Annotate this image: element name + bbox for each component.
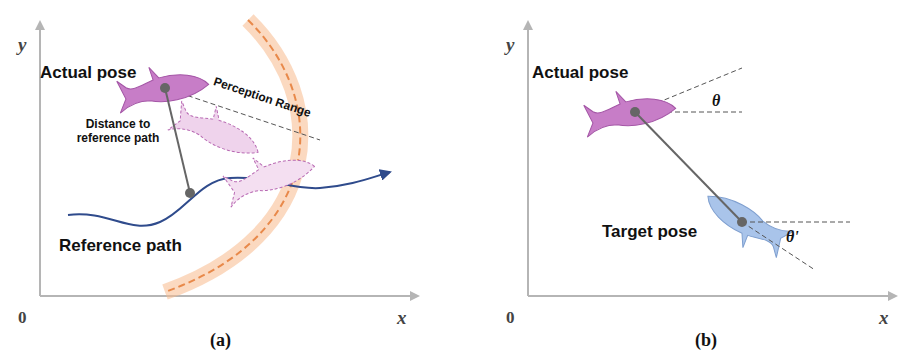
origin-label: 0 [506, 308, 515, 328]
axis-label: x [879, 307, 889, 329]
axis-label: y [506, 34, 514, 56]
panel-label: (b) [695, 330, 717, 351]
panel-label: (a) [210, 330, 231, 351]
axis-label: y [18, 34, 26, 56]
angle-label: θ' [786, 228, 799, 246]
pose-label: Target pose [602, 222, 697, 242]
pose-label: Actual pose [532, 63, 628, 83]
angle-label: θ [712, 92, 720, 110]
origin-label: 0 [18, 308, 27, 328]
path-label: Reference path [59, 236, 182, 256]
pose-label: Actual pose [40, 63, 136, 83]
axis-label: x [397, 307, 407, 329]
distance-label: Distance to reference path [72, 118, 164, 146]
